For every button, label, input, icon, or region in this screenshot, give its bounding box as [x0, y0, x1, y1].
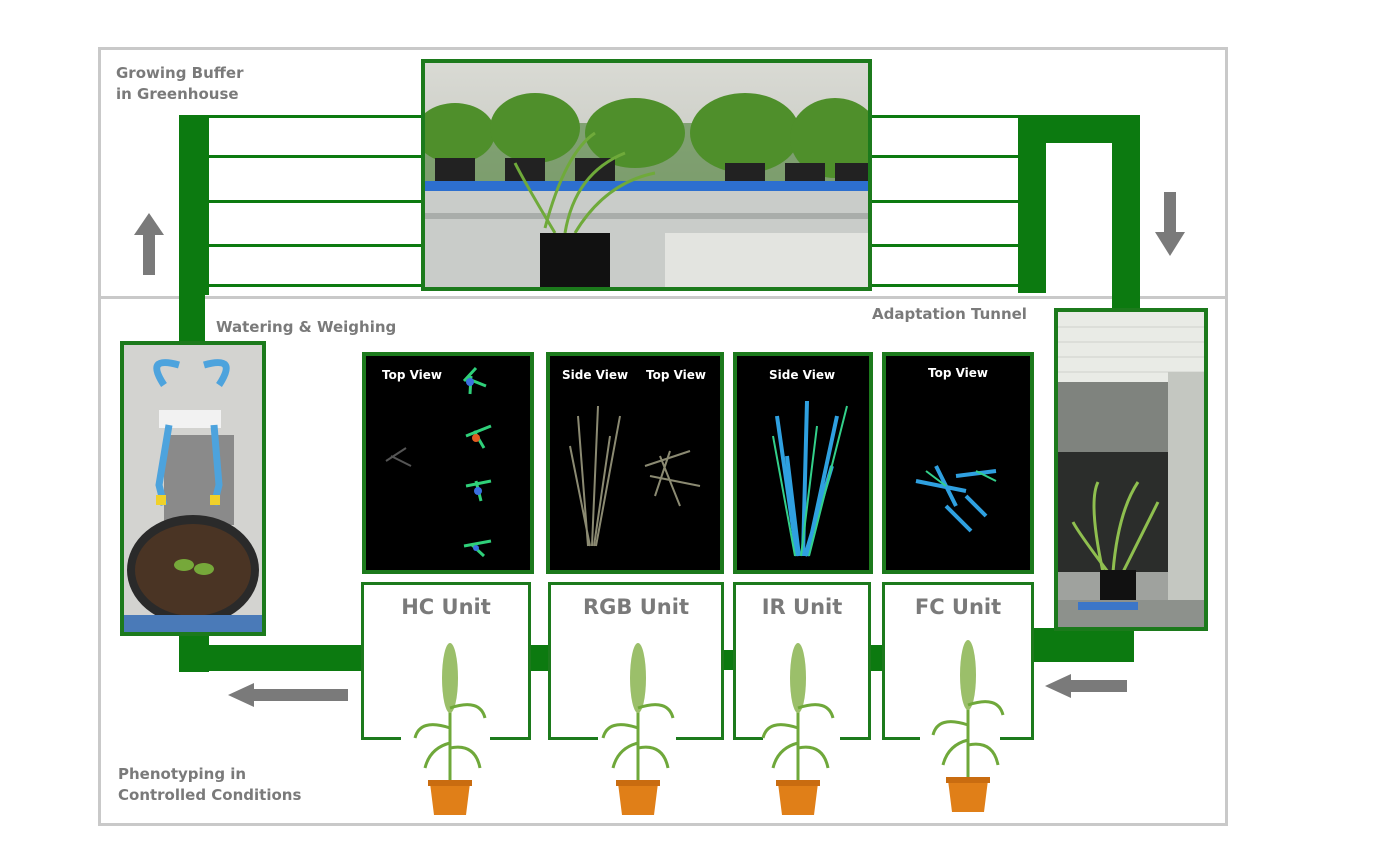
panel-label-top-view: Top View	[382, 368, 443, 382]
greenhouse-photo	[421, 59, 872, 291]
left-arrow-icon	[1045, 674, 1127, 698]
unit-title: HC Unit	[401, 595, 491, 619]
unit-title: IR Unit	[761, 595, 843, 619]
watering-photo	[120, 341, 266, 636]
panel-label-side-view: Side View	[562, 368, 629, 382]
wheat-plant-icon	[761, 643, 835, 815]
phenotyping-region	[98, 296, 1228, 826]
wheat-plant-icon	[601, 643, 675, 815]
wheat-plant-icon	[931, 640, 1005, 812]
unit-title: FC Unit	[914, 595, 1002, 619]
fc-unit: FC Unit	[882, 582, 1034, 740]
left-arrow-icon	[228, 683, 348, 707]
adaptation-label: Adaptation Tunnel	[872, 305, 1027, 323]
ir-sensor-panel: Side View	[733, 352, 873, 574]
phenotyping-label: Phenotyping in Controlled Conditions	[118, 765, 302, 804]
panel-label-top-view: Top View	[646, 368, 707, 382]
adaptation-tunnel-photo	[1054, 308, 1208, 631]
down-arrow-icon	[1155, 192, 1185, 256]
wheat-plant-icon	[413, 643, 487, 815]
up-arrow-icon	[134, 213, 164, 275]
panel-label-side-view: Side View	[769, 368, 836, 382]
greenhouse-label: Growing Buffer in Greenhouse	[116, 64, 244, 103]
unit-title: RGB Unit	[583, 595, 689, 619]
hc-sensor-panel: Top View	[362, 352, 534, 574]
watering-label: Watering & Weighing	[216, 318, 397, 336]
panel-label-top-view: Top View	[928, 366, 989, 380]
fc-sensor-panel: Top View	[882, 352, 1034, 574]
rgb-sensor-panel: Side View Top View	[546, 352, 724, 574]
